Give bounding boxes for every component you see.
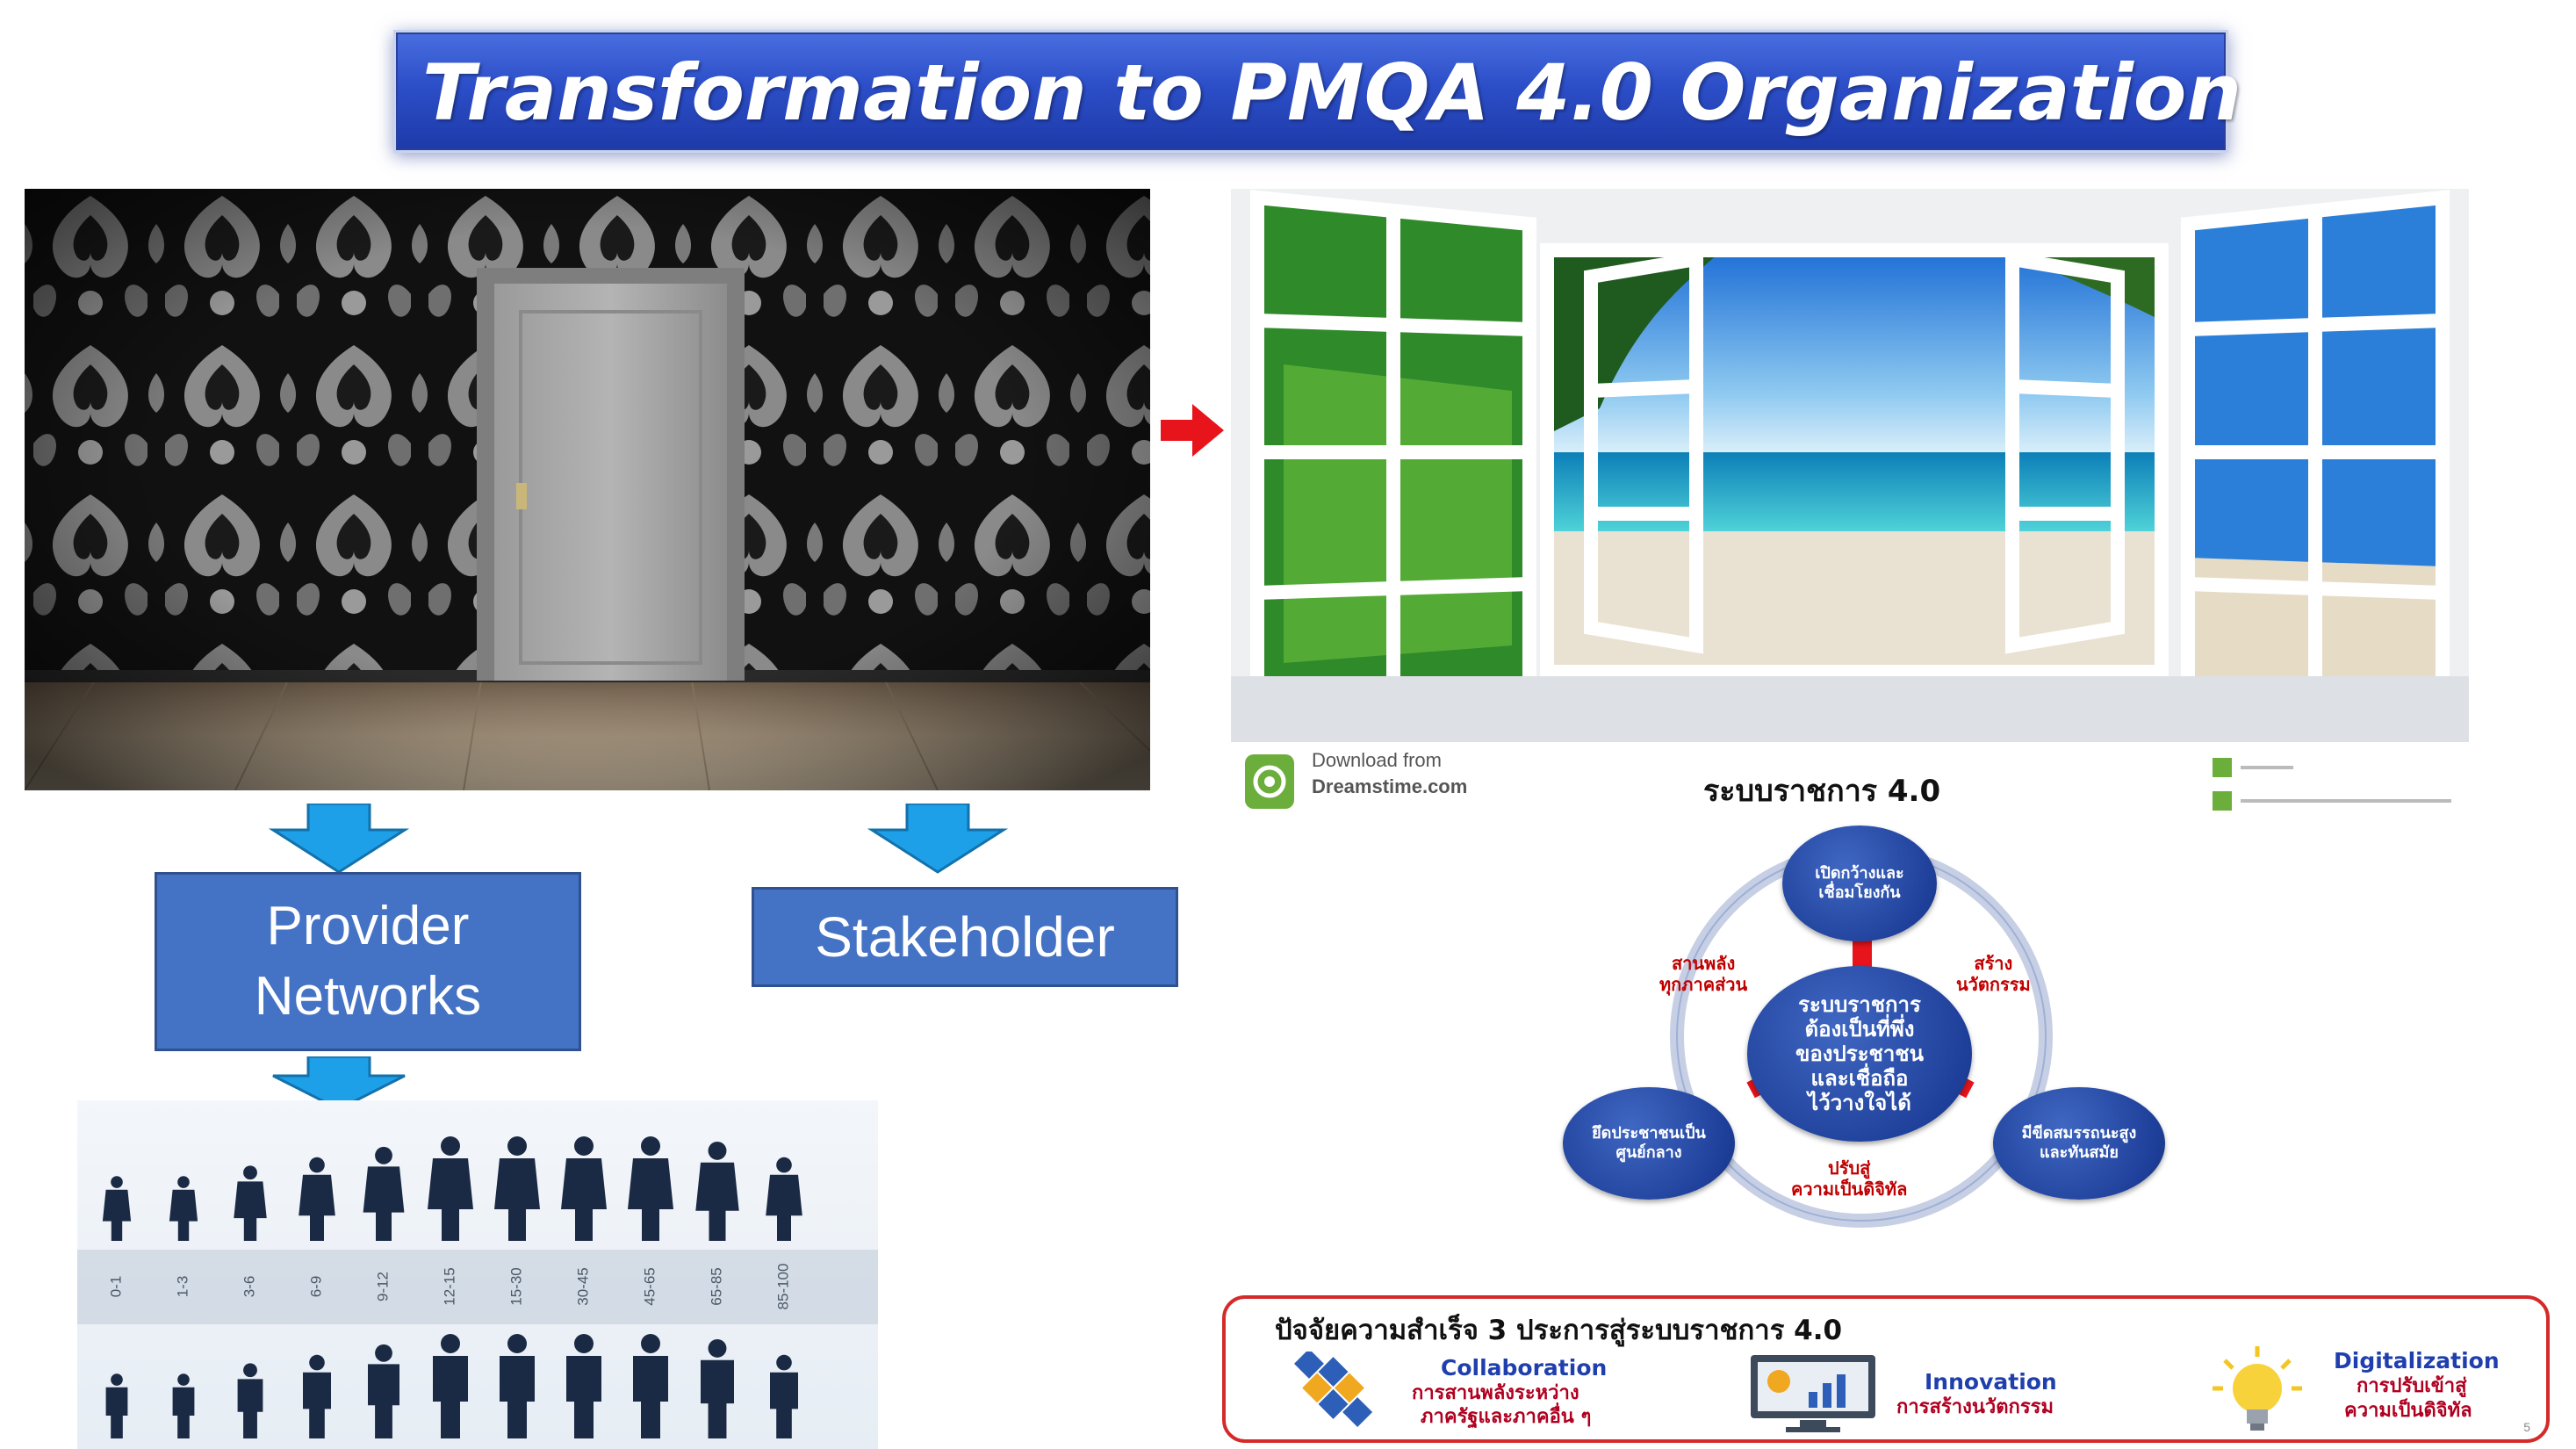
arrow-down-icon xyxy=(867,804,1008,874)
arrow-down-icon xyxy=(269,804,409,874)
people-illustration: 0-1 1-3 3-6 6-9 9-12 12-15 15-30 30-45 45-65 65-8… xyxy=(77,1136,878,1438)
provider-label-line2: Networks xyxy=(254,966,482,1027)
female-figure-icon xyxy=(102,1176,132,1241)
label-digital-line2: ความเป็นดิจิทัล xyxy=(1791,1179,1908,1200)
label-digital-line1: ปรับสู่ xyxy=(1828,1157,1871,1179)
female-figure-icon xyxy=(628,1136,673,1241)
female-figure-icon xyxy=(766,1157,802,1241)
age-group-label: 9-12 xyxy=(374,1272,391,1301)
center-line2: ต้องเป็นที่พึ่ง xyxy=(1804,1017,1915,1042)
door-illustration xyxy=(25,189,1150,790)
lightbulb-icon xyxy=(2213,1346,2302,1431)
beach-window-illustration xyxy=(1231,189,2469,742)
arrow-down-icon xyxy=(272,1056,406,1111)
node-high-capacity: มีขีดสมรรถนะสูง และทันสมัย xyxy=(1993,1087,2165,1200)
success-title: ปัจจัยความสำเร็จ 3 ประการสู่ระบบราชการ 4… xyxy=(1275,1315,1843,1346)
arrow-right-icon xyxy=(1161,404,1224,457)
male-figure-icon xyxy=(770,1354,798,1438)
female-figure-icon xyxy=(494,1136,540,1241)
node-citizen-line1: ยึดประชาชนเป็น xyxy=(1592,1124,1706,1143)
node-citizen-line2: ศูนย์กลาง xyxy=(1615,1143,1682,1162)
male-figure-icon xyxy=(633,1334,668,1438)
female-figure-icon xyxy=(363,1146,405,1241)
male-figure-icon xyxy=(701,1338,734,1438)
label-innov-line1: สร้าง xyxy=(1974,953,2013,974)
age-group-label: 65-85 xyxy=(708,1267,724,1305)
factor-collaboration-en: Collaboration xyxy=(1441,1355,1608,1381)
watermark-divider xyxy=(2241,766,2293,769)
slide-title: Transformation to PMQA 4.0 Organization xyxy=(422,47,2241,138)
age-group-label: 30-45 xyxy=(574,1267,591,1305)
female-figure-icon xyxy=(299,1157,335,1241)
cycle-title: ระบบราชการ 4.0 xyxy=(1703,774,1941,809)
monitor-chart-icon xyxy=(1751,1355,1875,1432)
door-photo xyxy=(25,189,1150,790)
factor-digital-en: Digitalization xyxy=(2334,1348,2500,1373)
node-capacity-line1: มีขีดสมรรถนะสูง xyxy=(2021,1124,2137,1143)
watermark-bar: Download from Dreamstime.com xyxy=(1231,742,2469,821)
node-capacity-line2: และทันสมัย xyxy=(2040,1143,2119,1162)
node-citizen-centric: ยึดประชาชนเป็น ศูนย์กลาง xyxy=(1563,1087,1735,1200)
factor-innovation-en: Innovation xyxy=(1925,1369,2057,1395)
label-innovation: สร้าง นวัตกรรม xyxy=(1956,953,2031,995)
male-figure-icon xyxy=(566,1334,601,1438)
factor-digital-th2: ความเป็นดิจิทัล xyxy=(2344,1400,2472,1422)
center-line1: ระบบราชการ xyxy=(1798,992,1921,1017)
male-figure-icon xyxy=(500,1334,535,1438)
factor-collaboration-th1: การสานพลังระหว่าง xyxy=(1412,1382,1579,1404)
center-line5: ไว้วางใจได้ xyxy=(1808,1091,1911,1115)
beach-window-photo xyxy=(1231,189,2469,742)
male-figure-icon xyxy=(368,1344,399,1438)
watermark-line1: Download from xyxy=(1312,749,1442,771)
male-figure-icon xyxy=(303,1354,331,1438)
age-group-label: 3-6 xyxy=(241,1276,257,1298)
provider-label-line1: Provider xyxy=(266,896,470,956)
female-figure-icon xyxy=(561,1136,607,1241)
age-group-label: 1-3 xyxy=(174,1276,191,1298)
factor-digital-th1: การปรับเข้าสู่ xyxy=(2357,1375,2467,1397)
title-banner: Transformation to PMQA 4.0 Organization xyxy=(393,30,2241,153)
female-figure-icon xyxy=(234,1165,267,1241)
node-open-connected: เปิดกว้างและ เชื่อมโยงกัน xyxy=(1782,825,1937,941)
label-collab-line1: สานพลัง xyxy=(1671,953,1736,974)
age-group-label: 0-1 xyxy=(107,1276,124,1298)
male-figure-icon xyxy=(105,1373,128,1438)
stakeholder-box: Stakeholder xyxy=(752,887,1178,987)
success-factors-box: ปัจจัยความสำเร็จ 3 ประการสู่ระบบราชการ 4… xyxy=(1222,1295,2550,1443)
center-line4: และเชื่อถือ xyxy=(1810,1066,1909,1091)
age-group-label: 45-65 xyxy=(641,1267,658,1305)
label-innov-line2: นวัตกรรม xyxy=(1956,974,2031,995)
watermark-divider xyxy=(2241,799,2451,803)
label-digital: ปรับสู่ ความเป็นดิจิทัล xyxy=(1791,1157,1907,1200)
male-figure-icon xyxy=(433,1334,468,1438)
female-figure-icon xyxy=(428,1136,473,1241)
label-collab-line2: ทุกภาคส่วน xyxy=(1659,974,1748,995)
male-figure-icon xyxy=(237,1363,263,1438)
label-collaboration: สานพลัง ทุกภาคส่วน xyxy=(1659,953,1747,995)
slide-number: 5 xyxy=(2523,1420,2530,1434)
provider-networks-box: Provider Networks xyxy=(155,872,581,1051)
node-open-line2: เชื่อมโยงกัน xyxy=(1818,883,1901,902)
puzzle-icon xyxy=(1293,1352,1373,1428)
age-group-label: 15-30 xyxy=(507,1267,524,1305)
age-group-label: 85-100 xyxy=(774,1264,791,1310)
dreamstime-logo-icon xyxy=(1245,754,1294,809)
watermark-line2: Dreamstime.com xyxy=(1312,775,1468,797)
female-figure-icon xyxy=(169,1176,198,1241)
watermark-badge-icon xyxy=(2213,791,2232,811)
female-figure-icon xyxy=(695,1141,739,1241)
age-group-label: 12-15 xyxy=(441,1267,457,1305)
male-figure-icon xyxy=(172,1373,195,1438)
node-open-line1: เปิดกว้างและ xyxy=(1815,864,1904,883)
center-line3: ของประชาชน xyxy=(1795,1042,1924,1066)
factor-collaboration-th2: ภาครัฐและภาคอื่น ๆ xyxy=(1421,1406,1592,1428)
center-node: ระบบราชการ ต้องเป็นที่พึ่ง ของประชาชน แล… xyxy=(1747,966,1972,1142)
factor-innovation-th1: การสร้างนวัตกรรม xyxy=(1896,1396,2054,1418)
watermark-badge-icon xyxy=(2213,758,2232,777)
age-group-label: 6-9 xyxy=(307,1276,324,1298)
people-age-panel: 0-1 1-3 3-6 6-9 9-12 12-15 15-30 30-45 45-65 65-8… xyxy=(77,1100,878,1449)
